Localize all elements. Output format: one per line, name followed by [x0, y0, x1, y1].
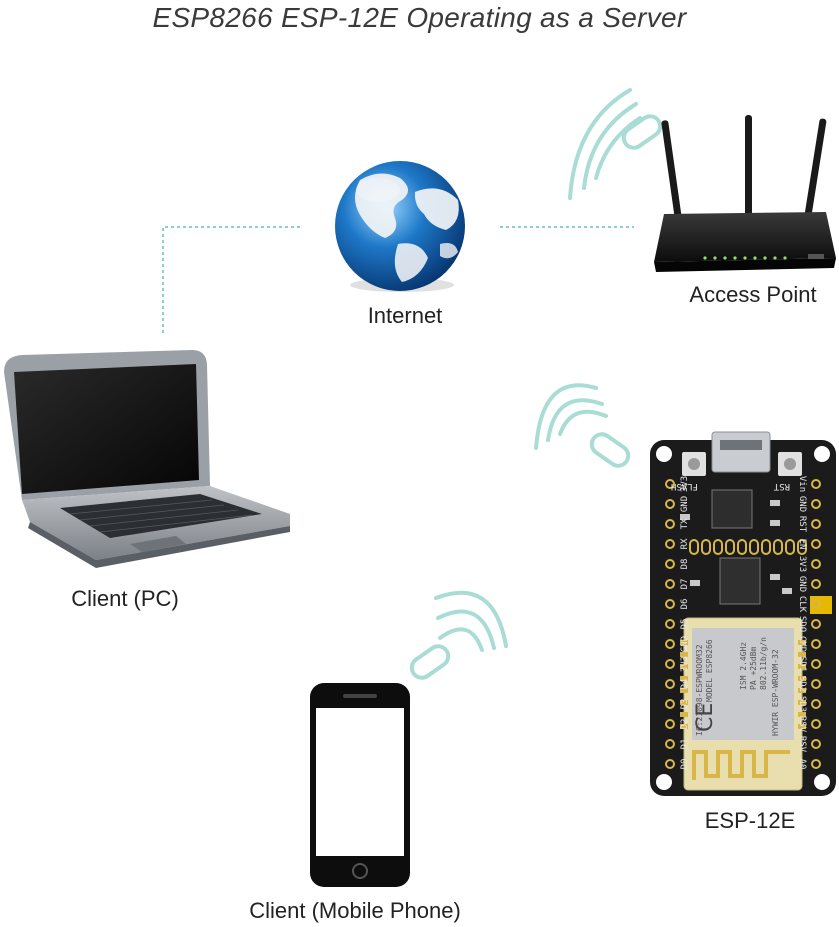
left-pin-label: D6	[680, 599, 690, 610]
right-pin-label: SD3	[797, 696, 807, 712]
left-pin-label: D0	[680, 759, 690, 770]
flash-button-label: FLASH	[671, 481, 698, 491]
left-pin-label: D8	[680, 559, 690, 570]
left-pin-label: D1	[680, 739, 690, 750]
right-pin-label: SDO	[797, 616, 807, 632]
right-pin-label: RSV	[797, 736, 807, 753]
client-mobile-label: Client (Mobile Phone)	[249, 898, 461, 923]
right-pin-label: 3V3	[797, 556, 807, 572]
right-pin-label: CMD	[797, 636, 807, 652]
client-pc-label: Client (PC)	[71, 586, 179, 611]
esp-board-icon: MODEL ESP8266 ISM 2.4GHz PA +25dBm 802.1…	[650, 431, 836, 796]
rst-button-label: RST	[773, 481, 790, 491]
esp12e-label: ESP-12E	[704, 808, 796, 833]
internet-label: Internet	[367, 303, 443, 328]
diagram-title: ESP8266 ESP-12E Operating as a Server	[152, 2, 687, 33]
right-pin-label: RSV	[797, 716, 807, 733]
left-pin-label: D2	[680, 719, 690, 730]
laptop-icon	[4, 350, 290, 568]
right-pin-label: Vin	[797, 476, 807, 492]
module-id-text: IC:21098-ESPWROOM32	[695, 644, 704, 736]
wifi-wave-icon	[409, 590, 508, 680]
right-pin-label: RST	[797, 516, 807, 533]
access-point-label: Access Point	[689, 282, 817, 307]
smartphone-icon	[310, 683, 410, 887]
left-pin-label: 3V3	[680, 476, 690, 492]
right-pin-label: A0	[797, 759, 807, 770]
right-pin-label: SD1	[797, 656, 807, 672]
left-pin-label: D5	[680, 619, 690, 630]
left-pin-label: TX	[680, 518, 690, 529]
connector-lines	[162, 226, 634, 333]
module-spec-text: PA +25dBm	[749, 646, 758, 690]
right-pin-label: GND	[797, 496, 807, 512]
left-pin-label: D7	[680, 579, 690, 590]
left-pin-label: GND	[680, 496, 690, 512]
right-pin-label: SD2	[797, 676, 807, 692]
left-pin-label: D4	[680, 679, 690, 690]
ce-mark-icon: CE	[693, 703, 718, 732]
left-pin-label: GND	[680, 636, 690, 652]
right-pin-label: CLK	[797, 596, 807, 613]
module-id-text: HYWIR ESP-WROOM-32	[771, 649, 780, 736]
right-pin-label: GND	[797, 576, 807, 592]
router-icon	[654, 115, 836, 272]
globe-icon	[335, 161, 465, 292]
left-pin-label: RX	[680, 538, 690, 549]
left-pin-label: 3V3	[680, 656, 690, 672]
module-spec-text: ISM 2.4GHz	[739, 642, 748, 690]
wifi-wave-icon	[534, 383, 631, 468]
module-spec-text: 802.11b/g/n	[759, 637, 768, 690]
right-pin-label: EN	[797, 539, 807, 550]
module-model-text: MODEL ESP8266	[705, 639, 714, 702]
left-pin-label: D3	[680, 699, 690, 710]
wifi-wave-icon	[568, 88, 663, 200]
